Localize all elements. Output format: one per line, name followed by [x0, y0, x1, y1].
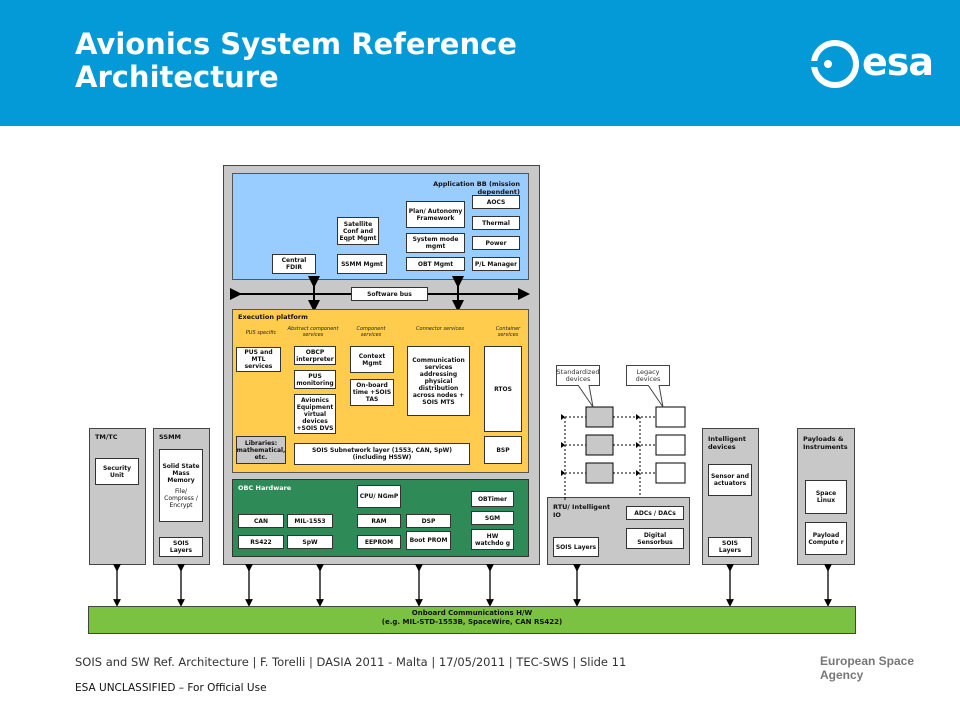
- satellite-conf-box: Satellite Conf and Eqpt Mgmt: [337, 217, 379, 245]
- footer-line2: ESA UNCLASSIFIED – For Official Use: [75, 682, 267, 694]
- adcs-dacs-box: ADCs / DACs: [626, 506, 684, 520]
- onboard-comm-line2: (e.g. MIL-STD-1553B, SpaceWire, CAN RS42…: [381, 618, 563, 626]
- obc-title: OBC Hardware: [238, 484, 292, 492]
- ram-box: RAM: [357, 514, 401, 528]
- ssmm-mgmt-box: SSMM Mgmt: [337, 254, 387, 274]
- digital-sensorbus-box: Digital Sensorbus: [626, 528, 684, 549]
- boot-prom-box: Boot PROM: [406, 531, 451, 550]
- rtos-box: RTOS: [484, 346, 522, 432]
- standardized-devices-callout: Standardized devices: [556, 365, 600, 386]
- intelligent-title: Intelligent devices: [708, 435, 747, 451]
- pus-monitoring-box: PUS monitoring: [294, 370, 336, 389]
- dsp-box: DSP: [406, 514, 451, 528]
- application-title: Application BB (mission dependent): [433, 180, 520, 196]
- central-fdir-box: Central FDIR: [272, 254, 316, 274]
- obt-mgmt-box: OBT Mgmt: [406, 257, 465, 271]
- hw-watchdog-box: HW watchdo g: [471, 529, 514, 550]
- sgm-box: SGM: [471, 511, 514, 525]
- footer-line1: SOIS and SW Ref. Architecture | F. Torel…: [75, 655, 627, 669]
- space-linux-box: Space Linux: [805, 480, 847, 514]
- device-connections: [561, 406, 686, 500]
- col-component: Component services: [356, 326, 386, 338]
- system-mode-box: System mode mgmt: [406, 233, 465, 253]
- onboard-comm-bus: Onboard Communications H/W (e.g. MIL-STD…: [88, 606, 856, 634]
- avionics-equipment-box: Avionics Equipment virtual devices +SOIS…: [294, 394, 336, 434]
- intelligent-sois-layers-box: SOIS Layers: [708, 537, 752, 557]
- payloads-title: Payloads & Instruments: [803, 435, 848, 451]
- eeprom-box: EEPROM: [357, 535, 401, 549]
- header-banner: [0, 0, 960, 126]
- thermal-box: Thermal: [472, 216, 520, 230]
- payload-computer-box: Payload Compute r: [805, 522, 847, 555]
- onboard-time-box: On-board time +SOIS TAS: [350, 379, 394, 406]
- file-compress-label: File/ Compress / Encrypt: [164, 487, 198, 509]
- obtimer-box: OBTimer: [471, 491, 514, 507]
- tmtc-container: [89, 428, 146, 565]
- power-box: Power: [472, 236, 520, 250]
- callout-pointers: [577, 385, 664, 408]
- spw-box: SpW: [287, 535, 333, 549]
- plan-autonomy-box: Plan/ Autonomy Framework: [406, 201, 465, 228]
- context-mgmt-box: Context Mgmt: [350, 346, 394, 373]
- rs422-box: RS422: [238, 535, 284, 549]
- onboard-comm-line1: Onboard Communications H/W: [411, 609, 533, 617]
- bsp-box: BSP: [484, 436, 522, 464]
- obcp-box: OBCP interpreter: [294, 346, 336, 365]
- col-connector: Connector services: [416, 326, 464, 332]
- pus-mtl-box: PUS and MTL services: [236, 347, 281, 372]
- page-title: Avionics System Reference Architecture: [75, 27, 517, 94]
- rtu-title: RTU/ Intelligent IO: [553, 503, 611, 519]
- aocs-box: AOCS: [472, 195, 520, 209]
- exec-title: Execution platform: [238, 313, 308, 321]
- software-bus-box: Software bus: [351, 287, 428, 301]
- solid-state-label: Solid State Mass Memory: [162, 462, 200, 484]
- agency-name: European Space Agency: [820, 654, 915, 682]
- ssmm-sois-layers-box: SOIS Layers: [159, 537, 203, 557]
- solid-state-box: Solid State Mass Memory File/ Compress /…: [159, 449, 203, 522]
- tmtc-title: TM/TC: [95, 433, 118, 441]
- rtu-sois-layers-box: SOIS Layers: [553, 537, 599, 557]
- col-abstract: Abstract component services: [287, 326, 339, 338]
- cpu-box: CPU/ NGmP: [357, 485, 401, 508]
- can-box: CAN: [238, 514, 284, 528]
- subnetwork-box: SOIS Subnetwork layer (1553, CAN, SpW) (…: [294, 443, 470, 465]
- esa-logo-icon: [808, 40, 859, 88]
- pl-manager-box: P/L Manager: [472, 257, 520, 271]
- esa-logo-text: esa: [862, 40, 934, 84]
- mil1553-box: MIL-1553: [287, 514, 333, 528]
- bus-arrows: [113, 564, 832, 607]
- security-unit-box: Security Unit: [95, 458, 139, 485]
- libraries-box: Libraries: mathematical, etc.: [236, 436, 286, 464]
- sensor-actuators-box: Sensor and actuators: [708, 464, 752, 496]
- col-pus: PUS specific: [245, 330, 277, 336]
- legacy-devices-callout: Legacy devices: [626, 365, 670, 386]
- communication-box: Communication services addressing physic…: [407, 346, 470, 416]
- col-container: Container services: [495, 326, 521, 338]
- ssmm-title: SSMM: [159, 433, 182, 441]
